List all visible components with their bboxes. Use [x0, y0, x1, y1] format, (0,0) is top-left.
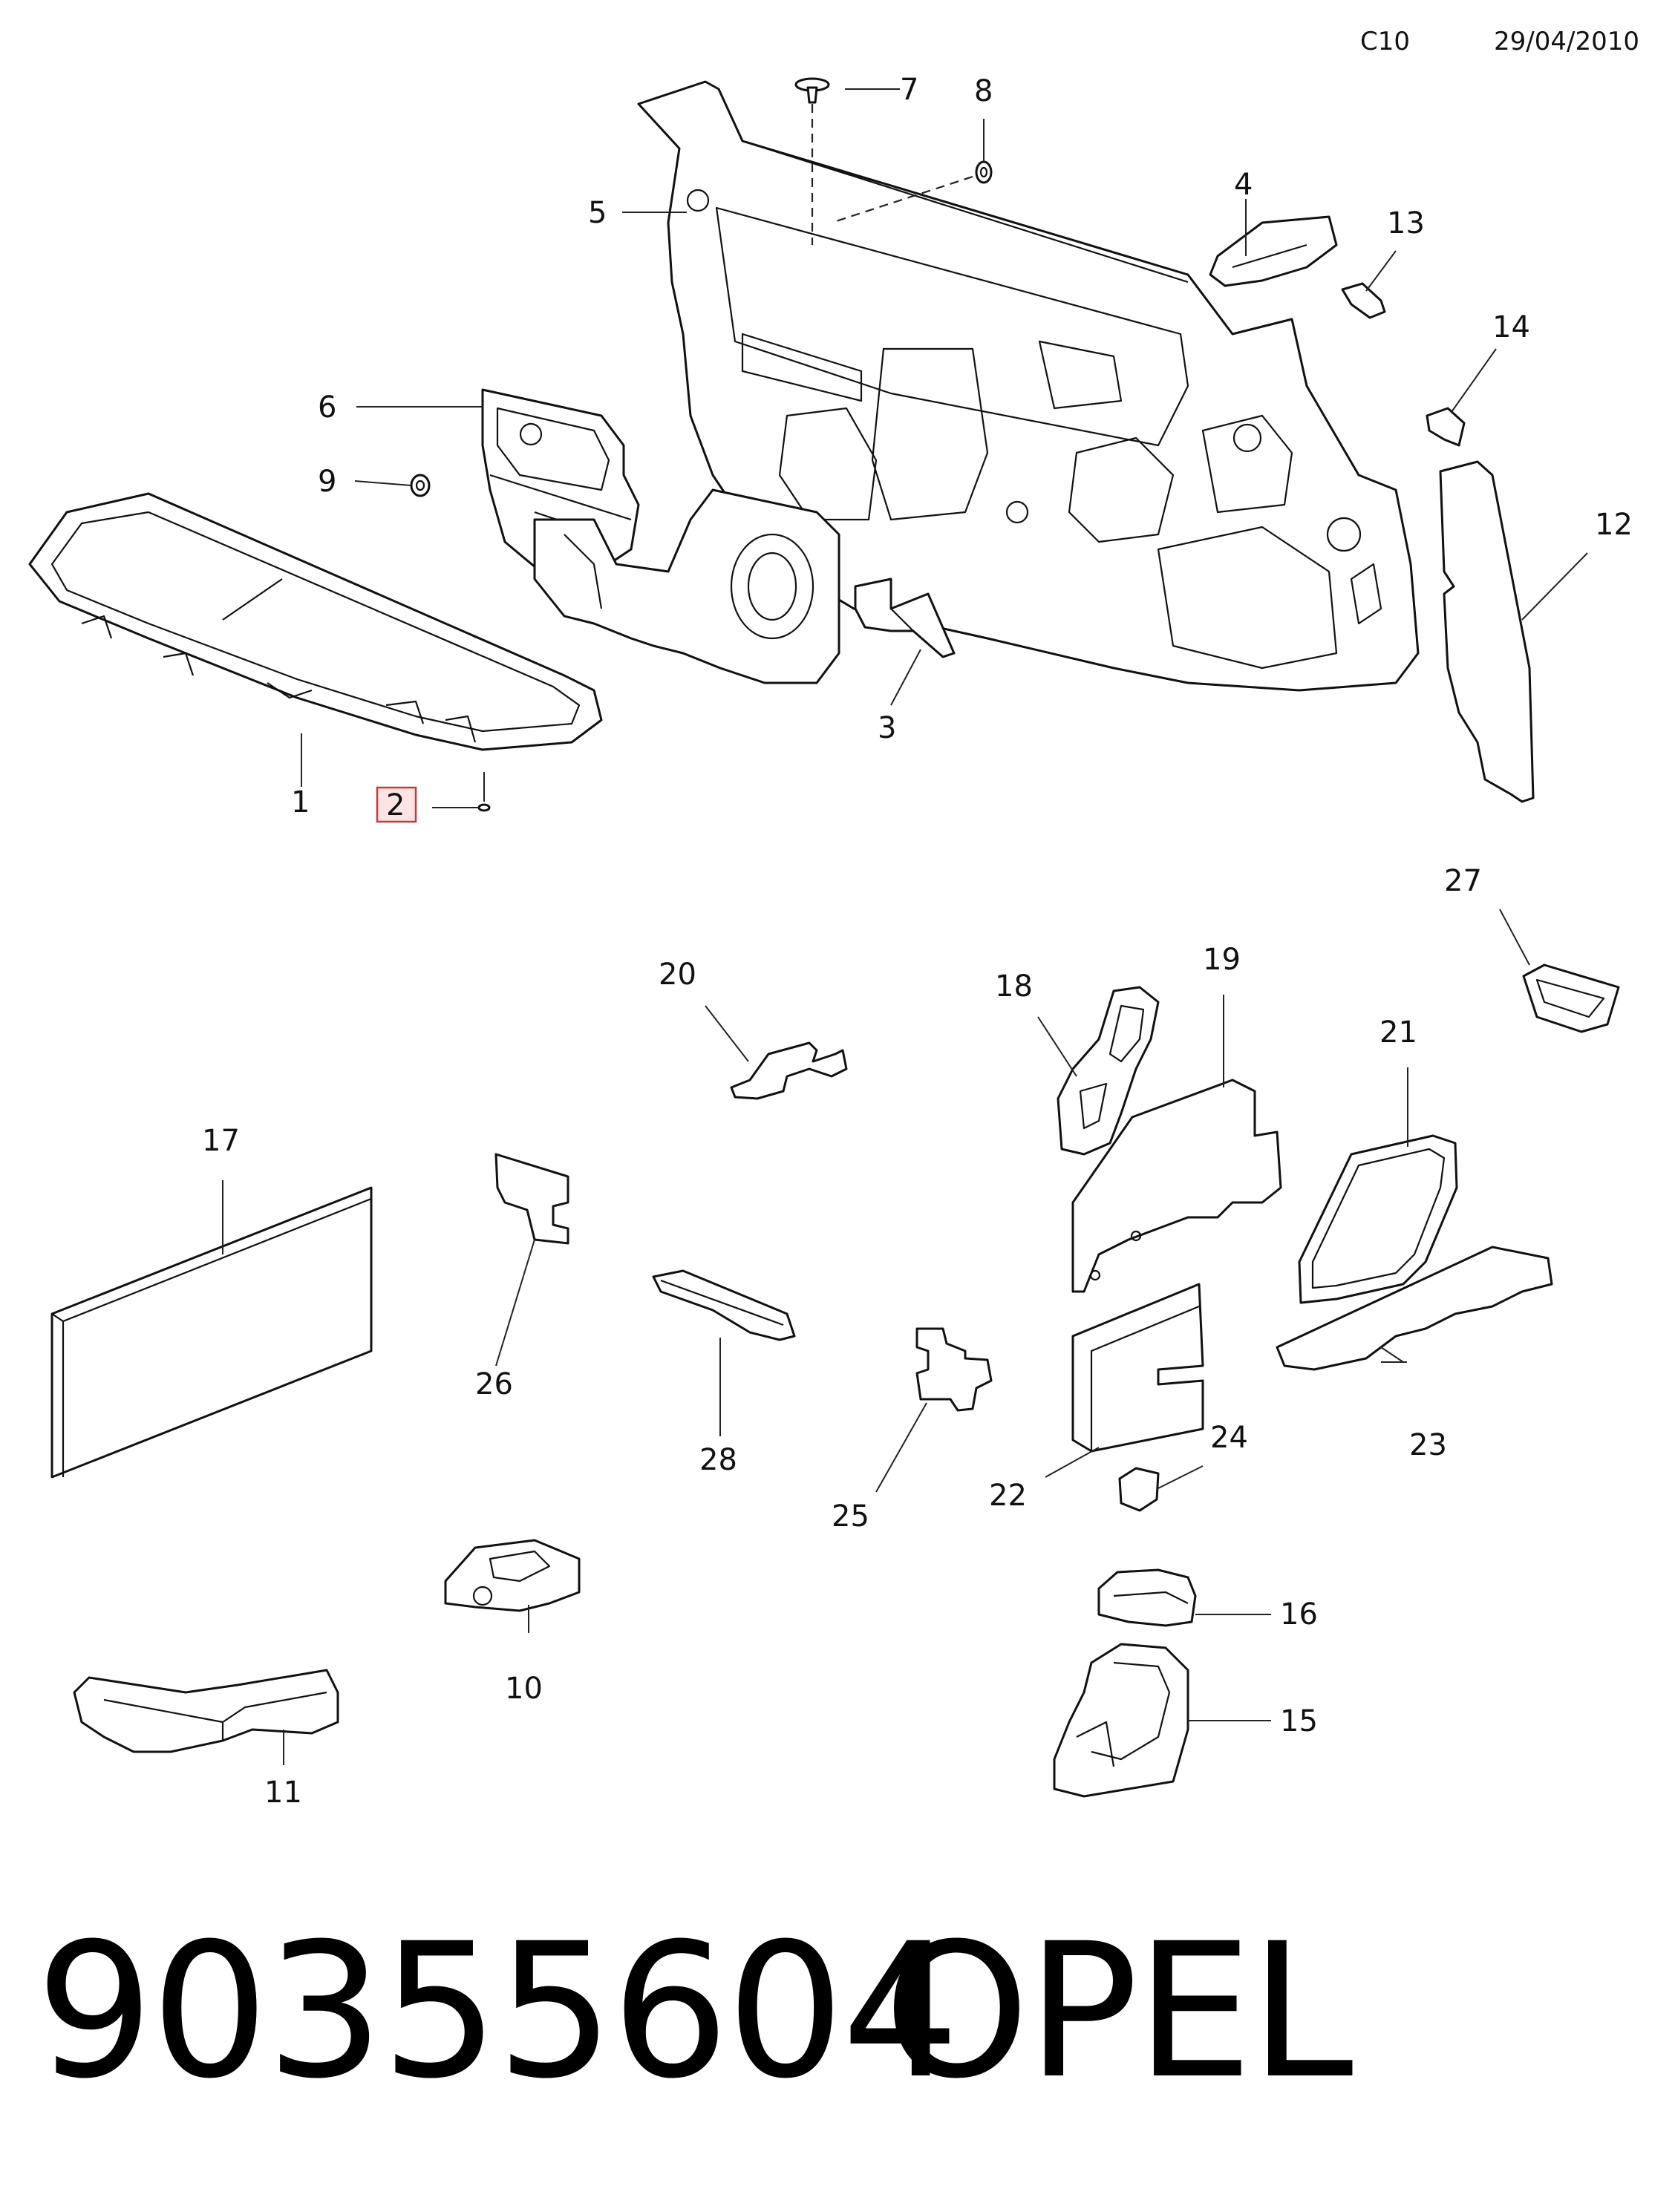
part-14-small-pad[interactable]: [1426, 407, 1466, 447]
brand-name: OPEL: [884, 1903, 1354, 2119]
callout-1: 1: [291, 785, 310, 819]
part-20-bracket[interactable]: [730, 1041, 848, 1100]
callout-2: 2: [386, 788, 405, 822]
part-9-grommet[interactable]: [410, 474, 431, 497]
part-21-pad[interactable]: [1298, 1134, 1458, 1304]
part-number: 90355604: [36, 1903, 959, 2119]
part-3-bracket[interactable]: [854, 577, 956, 658]
callout-22: 22: [989, 1479, 1027, 1513]
callout-11: 11: [264, 1776, 302, 1810]
callout-10: 10: [505, 1672, 543, 1706]
callout-23: 23: [1409, 1428, 1447, 1462]
callout-16: 16: [1280, 1597, 1318, 1632]
callout-5: 5: [588, 196, 607, 230]
part-2-clip[interactable]: [477, 772, 491, 812]
callout-4: 4: [1234, 168, 1253, 202]
part-24-small-block[interactable]: [1118, 1467, 1160, 1512]
callout-28: 28: [699, 1443, 737, 1477]
part-7-push-pin[interactable]: [794, 77, 830, 245]
callout-17: 17: [202, 1124, 240, 1158]
callout-24: 24: [1210, 1421, 1248, 1455]
callout-18: 18: [995, 969, 1033, 1004]
callout-labels: 7 8 4 5 13 14 6 9 12 3 1 2 27 20 18 19 2…: [202, 73, 1633, 1810]
part-11-insulator-block[interactable]: [73, 1669, 339, 1753]
callout-25: 25: [832, 1499, 869, 1534]
callout-9: 9: [318, 465, 336, 499]
callout-20: 20: [659, 958, 696, 992]
part-13-clip[interactable]: [1341, 282, 1386, 319]
part-23-long-pad[interactable]: [1276, 1246, 1553, 1371]
part-17-flat-panel[interactable]: [50, 1186, 373, 1479]
part-12-long-pad[interactable]: [1439, 460, 1535, 803]
diagram-date: 29/04/2010: [1494, 27, 1639, 56]
callout-8: 8: [974, 74, 993, 108]
callout-3: 3: [878, 711, 896, 745]
diagram-code: C10: [1360, 27, 1411, 56]
part-15-insulator-block[interactable]: [1053, 1643, 1189, 1798]
callout-27: 27: [1444, 864, 1482, 898]
highlight-box-2: [376, 786, 417, 823]
callout-7: 7: [900, 73, 918, 107]
part-25-bracket[interactable]: [915, 1327, 993, 1412]
callout-12: 12: [1595, 508, 1633, 542]
leader-lines: [222, 88, 1588, 1765]
callout-14: 14: [1492, 310, 1530, 344]
callout-26: 26: [475, 1367, 513, 1401]
part-19-pad[interactable]: [1071, 1079, 1282, 1293]
part-28-strip[interactable]: [652, 1269, 796, 1341]
part-1-dash-insulator[interactable]: [28, 492, 603, 751]
callout-19: 19: [1203, 943, 1241, 977]
part-16-insulator-block[interactable]: [1097, 1568, 1197, 1627]
part-22-c-pad[interactable]: [1071, 1283, 1204, 1453]
part-10-insulator-block[interactable]: [444, 1539, 581, 1612]
callout-13: 13: [1387, 206, 1425, 240]
callout-6: 6: [318, 390, 336, 425]
part-27-tray[interactable]: [1522, 963, 1620, 1033]
part-4-insulator-upper[interactable]: [1209, 215, 1338, 287]
callout-15: 15: [1280, 1704, 1318, 1738]
part-center-housing[interactable]: [533, 488, 840, 684]
part-26-pad[interactable]: [494, 1153, 569, 1245]
part-18-side-pad[interactable]: [1057, 986, 1160, 1156]
callout-21: 21: [1379, 1015, 1417, 1050]
